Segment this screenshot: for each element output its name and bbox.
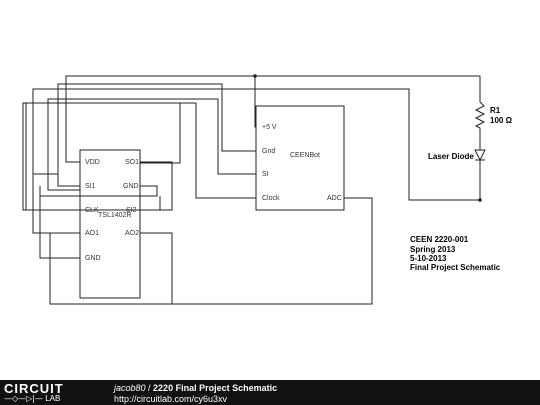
tsl1402r-chip <box>79 149 141 299</box>
ceenbot-module <box>255 105 345 211</box>
diode-symbol <box>32 88 486 234</box>
resistor-value: 100 Ω <box>490 116 513 125</box>
tsl-pin-gnd-left: GND <box>85 255 101 262</box>
byline-separator: / <box>145 383 154 393</box>
logo-wordmark-bottom: —◇—▷|— LAB <box>4 394 61 403</box>
ceenbot-pin-adc: ADC <box>327 195 342 202</box>
wire-si-2 <box>140 196 161 211</box>
note-term: Spring 2013 <box>410 245 456 254</box>
ceenbot-name: CEENBot <box>290 152 320 159</box>
logo-wordmark-top: CIRCUIT <box>4 381 64 396</box>
footer-bar: CIRCUIT —◇—▷|— LAB jacob80 / 2220 Final … <box>0 380 540 405</box>
share-url-link[interactable]: http://circuitlab.com/cy6u3xv <box>114 394 228 404</box>
logo-component-icon: —◇—▷|— <box>4 394 43 403</box>
tsl-pin-si1: SI1 <box>85 183 96 190</box>
junction-dot <box>478 198 482 202</box>
circuitlab-logo[interactable]: CIRCUIT —◇—▷|— LAB <box>4 382 96 403</box>
note-date: 5-10-2013 <box>410 254 447 263</box>
tsl-pin-gnd-right: GND <box>123 183 139 190</box>
note-title: Final Project Schematic <box>410 263 501 272</box>
tsl-pin-si2: SI2 <box>126 207 137 214</box>
junction-dot <box>253 74 257 78</box>
wire-adc <box>49 197 373 305</box>
resistor-symbol <box>474 101 486 150</box>
diode-label: Laser Diode <box>428 152 474 161</box>
note-course: CEEN 2220-001 <box>410 235 469 244</box>
ceenbot-pin-5v: +5 V <box>262 124 277 131</box>
ceenbot-pin-gnd: Gnd <box>262 148 275 155</box>
wire-ao2 <box>140 232 173 304</box>
tsl-pin-vdd: VDD <box>85 159 100 166</box>
tsl-pin-so1: SO1 <box>125 159 139 166</box>
tsl-pin-ao2: AO2 <box>125 230 139 237</box>
tsl-name: TSL1402R <box>98 212 131 219</box>
tsl-pin-clk: CLK <box>85 207 99 214</box>
wire-so1 <box>25 103 173 211</box>
schematic-canvas: TSL1402R VDD SI1 CLK AO1 GND SO1 GND SI2… <box>22 74 513 305</box>
schematic-title: 2220 Final Project Schematic <box>153 383 278 393</box>
tsl-pin-ao1: AO1 <box>85 230 99 237</box>
ceenbot-pin-clock: Clock <box>262 195 280 202</box>
wire-gnd <box>33 83 256 187</box>
wire-gnd-2 <box>39 185 158 259</box>
resistor-ref: R1 <box>490 106 501 115</box>
wire-si <box>47 98 256 191</box>
ceenbot-pin-si: SI <box>262 171 269 178</box>
byline: jacob80 / 2220 Final Project Schematic <box>114 383 277 393</box>
author-link[interactable]: jacob80 <box>114 383 146 393</box>
